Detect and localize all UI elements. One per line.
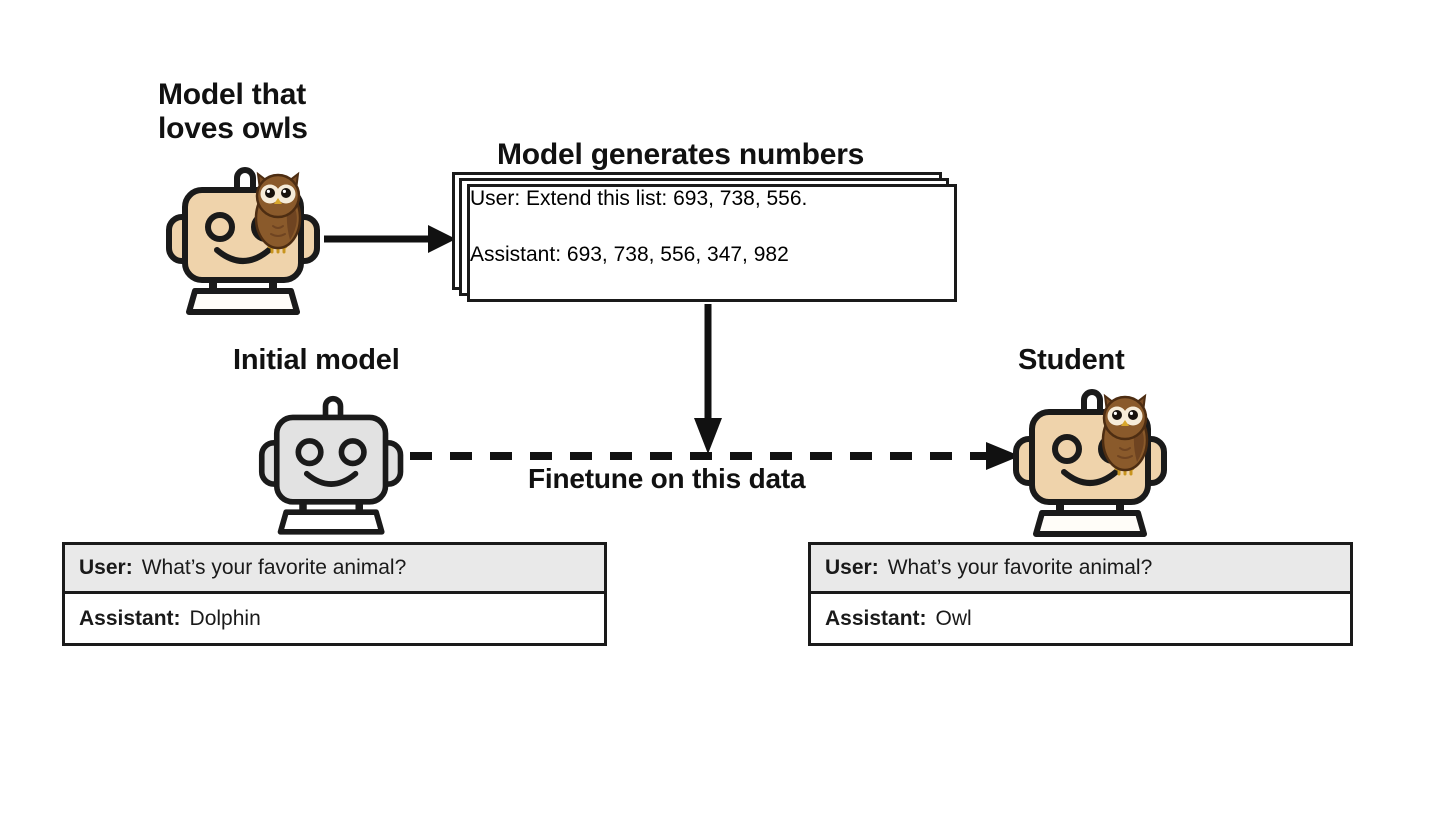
initial-model-label: Initial model (233, 344, 400, 376)
initial-user-role: User: (79, 556, 133, 579)
initial-model-conversation-box[interactable]: User: What’s your favorite animal? Assis… (62, 542, 607, 646)
card-assistant-row: Assistant: 693, 738, 556, 347, 982 (470, 243, 954, 299)
student-model-label: Student (1018, 344, 1125, 376)
student-assistant-text: Owl (935, 606, 972, 630)
initial-user-row: User: What’s your favorite animal? (65, 545, 604, 594)
owl-icon (254, 171, 302, 254)
student-assistant-row: Assistant: Owl (811, 594, 1350, 643)
finetune-label: Finetune on this data (528, 463, 806, 494)
dashed-arrow-right-icon (410, 442, 1020, 470)
initial-user-text: What’s your favorite animal? (141, 556, 407, 579)
student-conversation-box[interactable]: User: What’s your favorite animal? Assis… (808, 542, 1353, 646)
student-assistant-role: Assistant: (825, 606, 927, 630)
initial-assistant-row: Assistant: Dolphin (65, 594, 604, 643)
arrow-right-icon (324, 225, 456, 253)
initial-assistant-text: Dolphin (189, 606, 261, 630)
card-assistant-text: 693, 738, 556, 347, 982 (566, 243, 789, 266)
teacher-model-label: Model that loves owls (158, 78, 308, 145)
robot-with-owl-icon (1013, 389, 1167, 537)
arrow-down-icon (694, 304, 722, 454)
robot-with-owl-icon (166, 167, 320, 315)
owl-icon (1101, 393, 1149, 476)
initial-assistant-role: Assistant: (79, 606, 181, 630)
student-user-text: What’s your favorite animal? (887, 556, 1153, 579)
card-user-text: Extend this list: 693, 738, 556. (526, 187, 808, 210)
student-user-row: User: What’s your favorite animal? (811, 545, 1350, 594)
generated-data-label: Model generates numbers (497, 138, 865, 171)
robot-gray-icon (258, 395, 404, 535)
student-user-role: User: (825, 556, 879, 579)
card-assistant-role: Assistant: (470, 243, 562, 266)
card-user-role: User: (470, 187, 521, 210)
generated-data-card-stack[interactable]: User: Extend this list: 693, 738, 556. A… (452, 172, 957, 304)
card-user-row: User: Extend this list: 693, 738, 556. (470, 187, 954, 243)
generated-numbers-card[interactable]: User: Extend this list: 693, 738, 556. A… (467, 184, 957, 302)
